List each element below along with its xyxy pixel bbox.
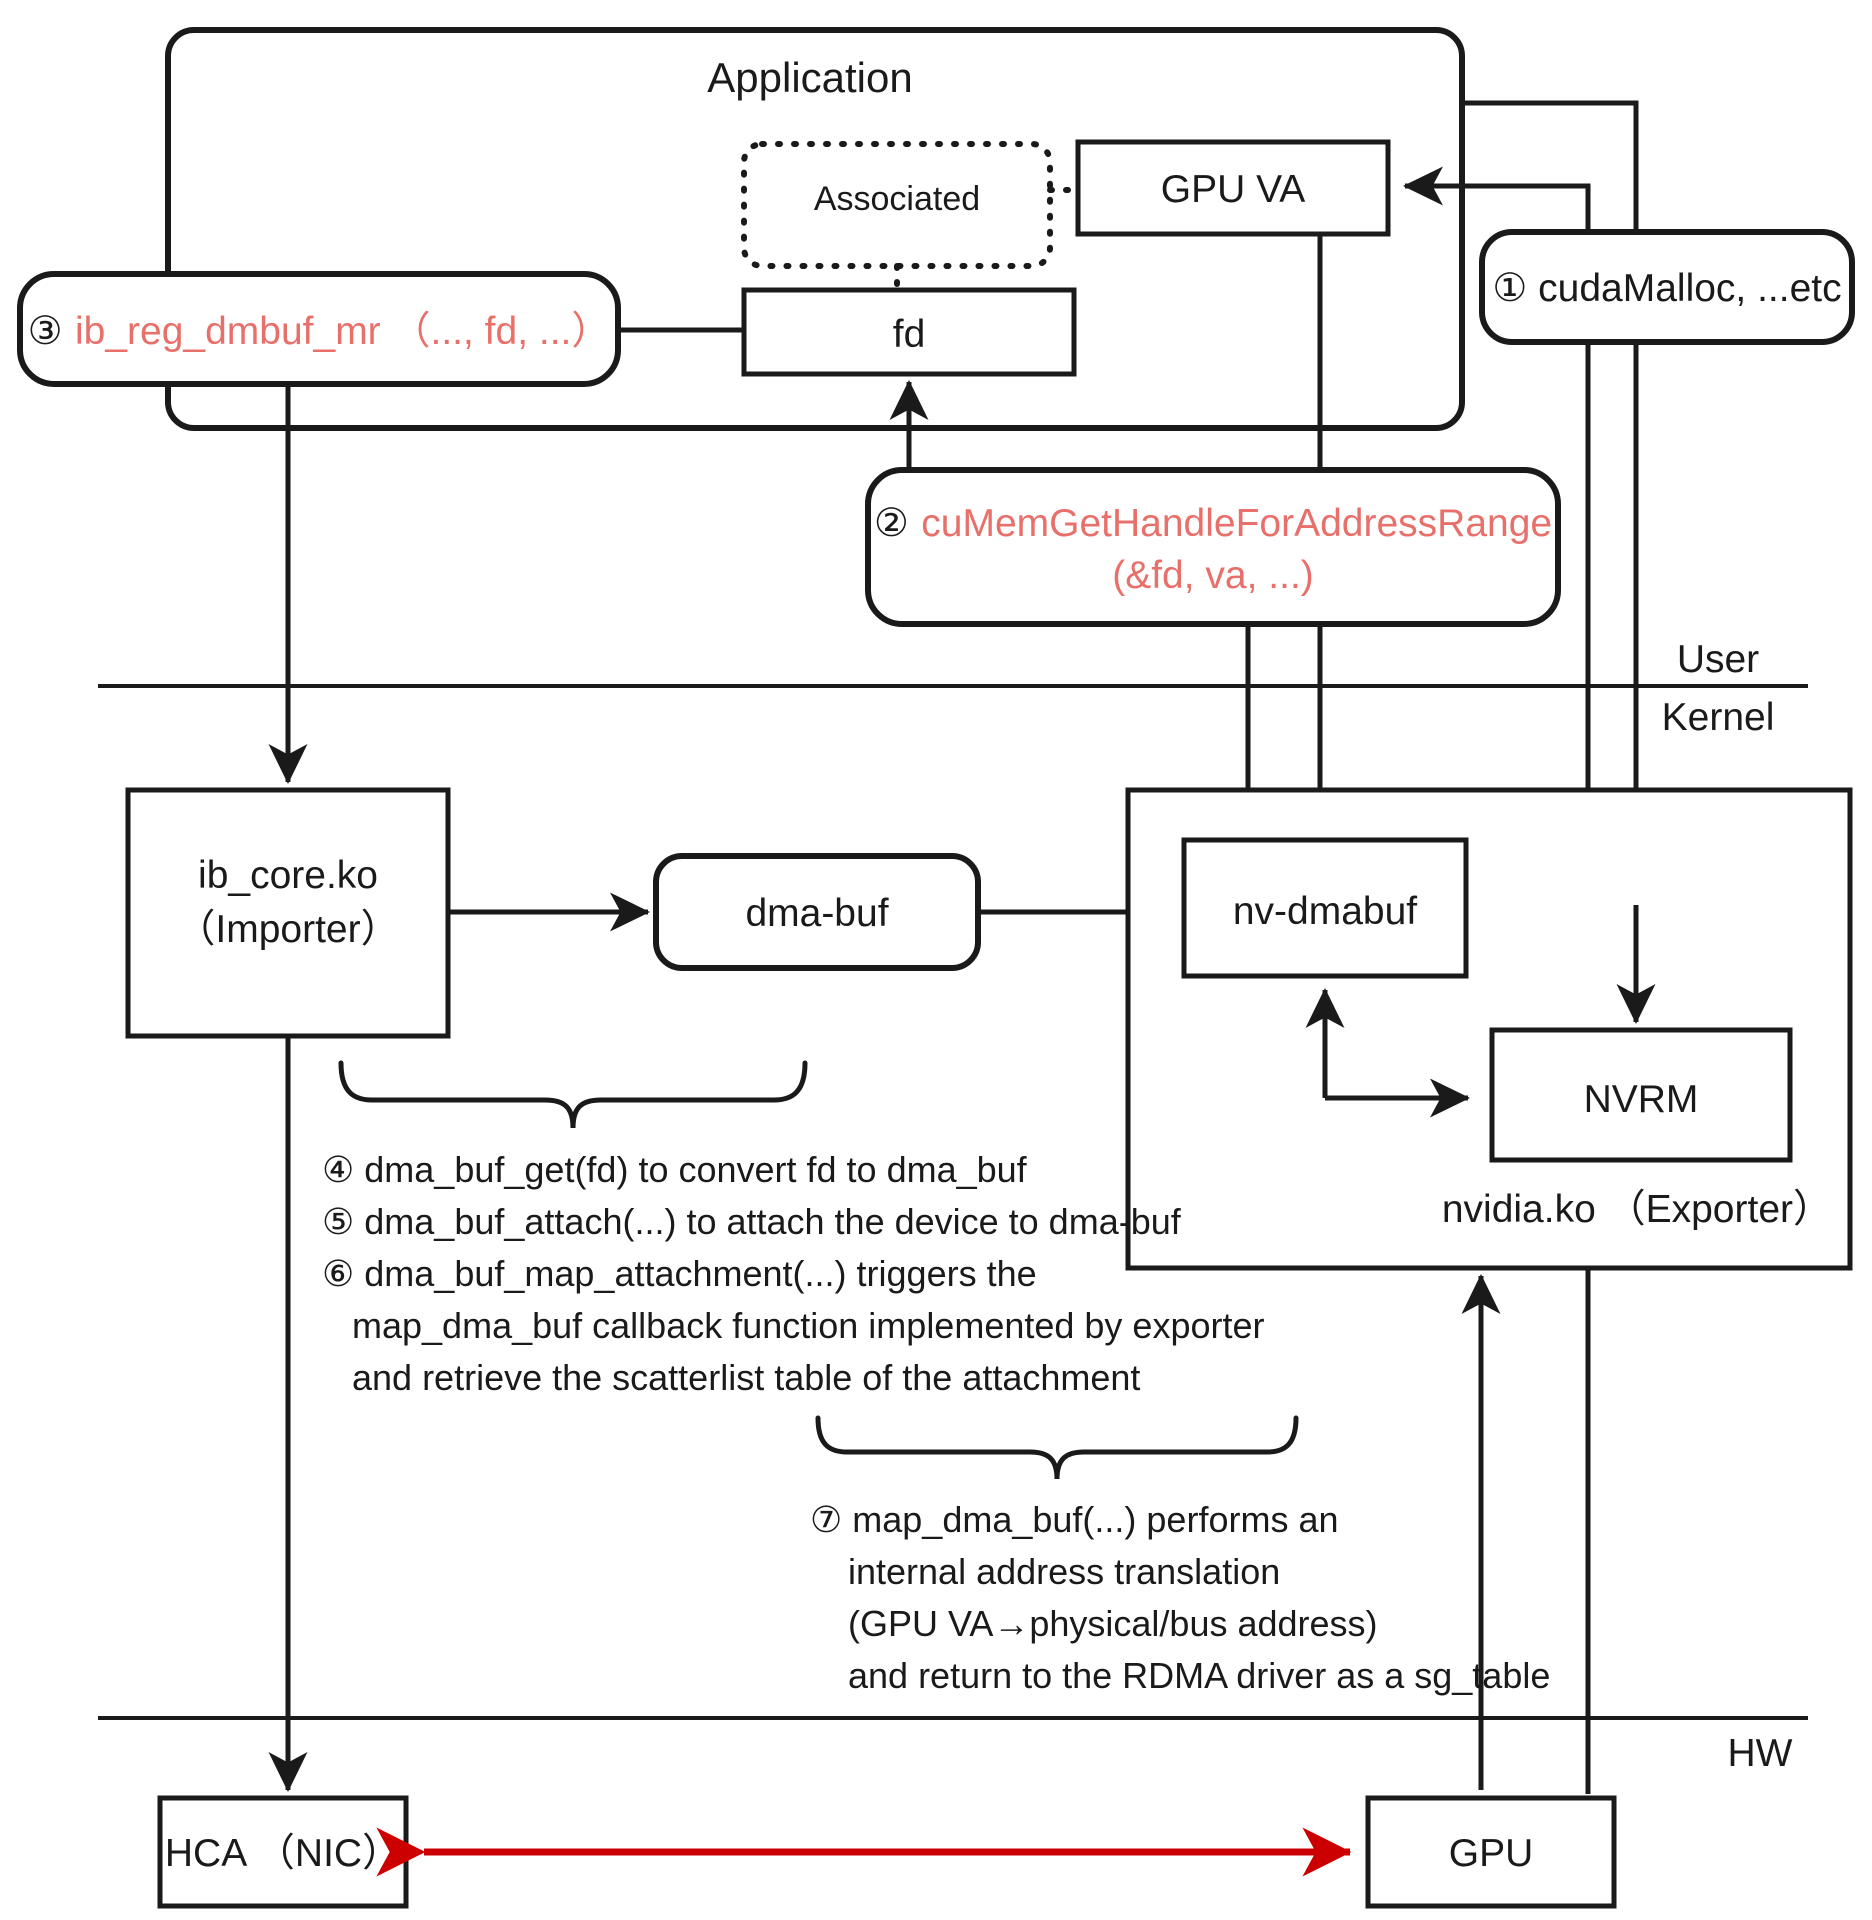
hca-nic-box xyxy=(157,1795,409,1909)
exporter-note-2: (GPU VA→physical/bus address) xyxy=(848,1603,1378,1644)
exporter-brace xyxy=(815,1415,1299,1480)
fd-label: fd xyxy=(893,313,926,356)
importer-brace xyxy=(338,1060,808,1129)
ib-reg-call-label: ib_reg_dmbuf_mr （..., fd, ...） xyxy=(75,310,610,353)
importer-note-1: ⑤ dma_buf_attach(...) to attach the devi… xyxy=(322,1201,1182,1242)
cuda-malloc-box xyxy=(1479,229,1855,345)
cumem-call-label: cuMemGetHandleForAddressRange xyxy=(921,502,1552,545)
importer-note-0: ④ dma_buf_get(fd) to convert fd to dma_b… xyxy=(322,1149,1028,1190)
gpu-label: GPU xyxy=(1449,1832,1534,1875)
importer-note-2: ⑥ dma_buf_map_attachment(...) triggers t… xyxy=(322,1253,1037,1294)
svg-text:② cuMemGetHandleForAddress: ② cuMemGetHandleForAddressRange xyxy=(874,502,1552,545)
importer-note-3: map_dma_buf callback function implemente… xyxy=(352,1305,1265,1346)
associated-label: Associated xyxy=(814,180,980,218)
application-title: Application xyxy=(707,54,912,101)
dma-buf-label: dma-buf xyxy=(745,892,888,935)
hw-label: HW xyxy=(1728,1732,1793,1775)
hca-nic-label: HCA （NIC） xyxy=(165,1832,401,1875)
nv-dmabuf-label: nv-dmabuf xyxy=(1233,890,1417,933)
nvrm-label: NVRM xyxy=(1584,1078,1699,1121)
ib-core-label-line2: （Importer） xyxy=(176,908,399,951)
nv-dmabuf-box xyxy=(1181,837,1469,979)
ib-core-label-line1: ib_core.ko xyxy=(198,854,378,897)
cumem-call-args: (&fd, va, ...) xyxy=(1112,554,1314,597)
cumem-get-handle-box xyxy=(865,467,1561,627)
exporter-note-0: ⑦ map_dma_buf(...) performs an xyxy=(810,1499,1339,1540)
gpu-va-label: GPU VA xyxy=(1161,168,1305,211)
user-label: User xyxy=(1677,638,1759,681)
nvidia-ko-label: nvidia.ko （Exporter） xyxy=(1442,1188,1832,1231)
kernel-label: Kernel xyxy=(1662,696,1775,739)
ib-reg-number: ③ xyxy=(28,310,63,353)
cumem-number: ② xyxy=(874,502,909,545)
exporter-note-3: and return to the RDMA driver as a sg_ta… xyxy=(848,1655,1550,1696)
importer-note-4: and retrieve the scatterlist table of th… xyxy=(352,1357,1140,1398)
svg-text:③ ib_reg_dmbuf_mr （..., fd: ③ ib_reg_dmbuf_mr （..., fd, ...） xyxy=(28,310,611,353)
gpu-box xyxy=(1365,1795,1617,1909)
nvrm-box xyxy=(1489,1027,1793,1163)
gpu-va-box xyxy=(1075,139,1391,237)
cuda-malloc-label: ① cudaMalloc, ...etc xyxy=(1492,267,1841,310)
exporter-note-1: internal address translation xyxy=(848,1551,1280,1592)
